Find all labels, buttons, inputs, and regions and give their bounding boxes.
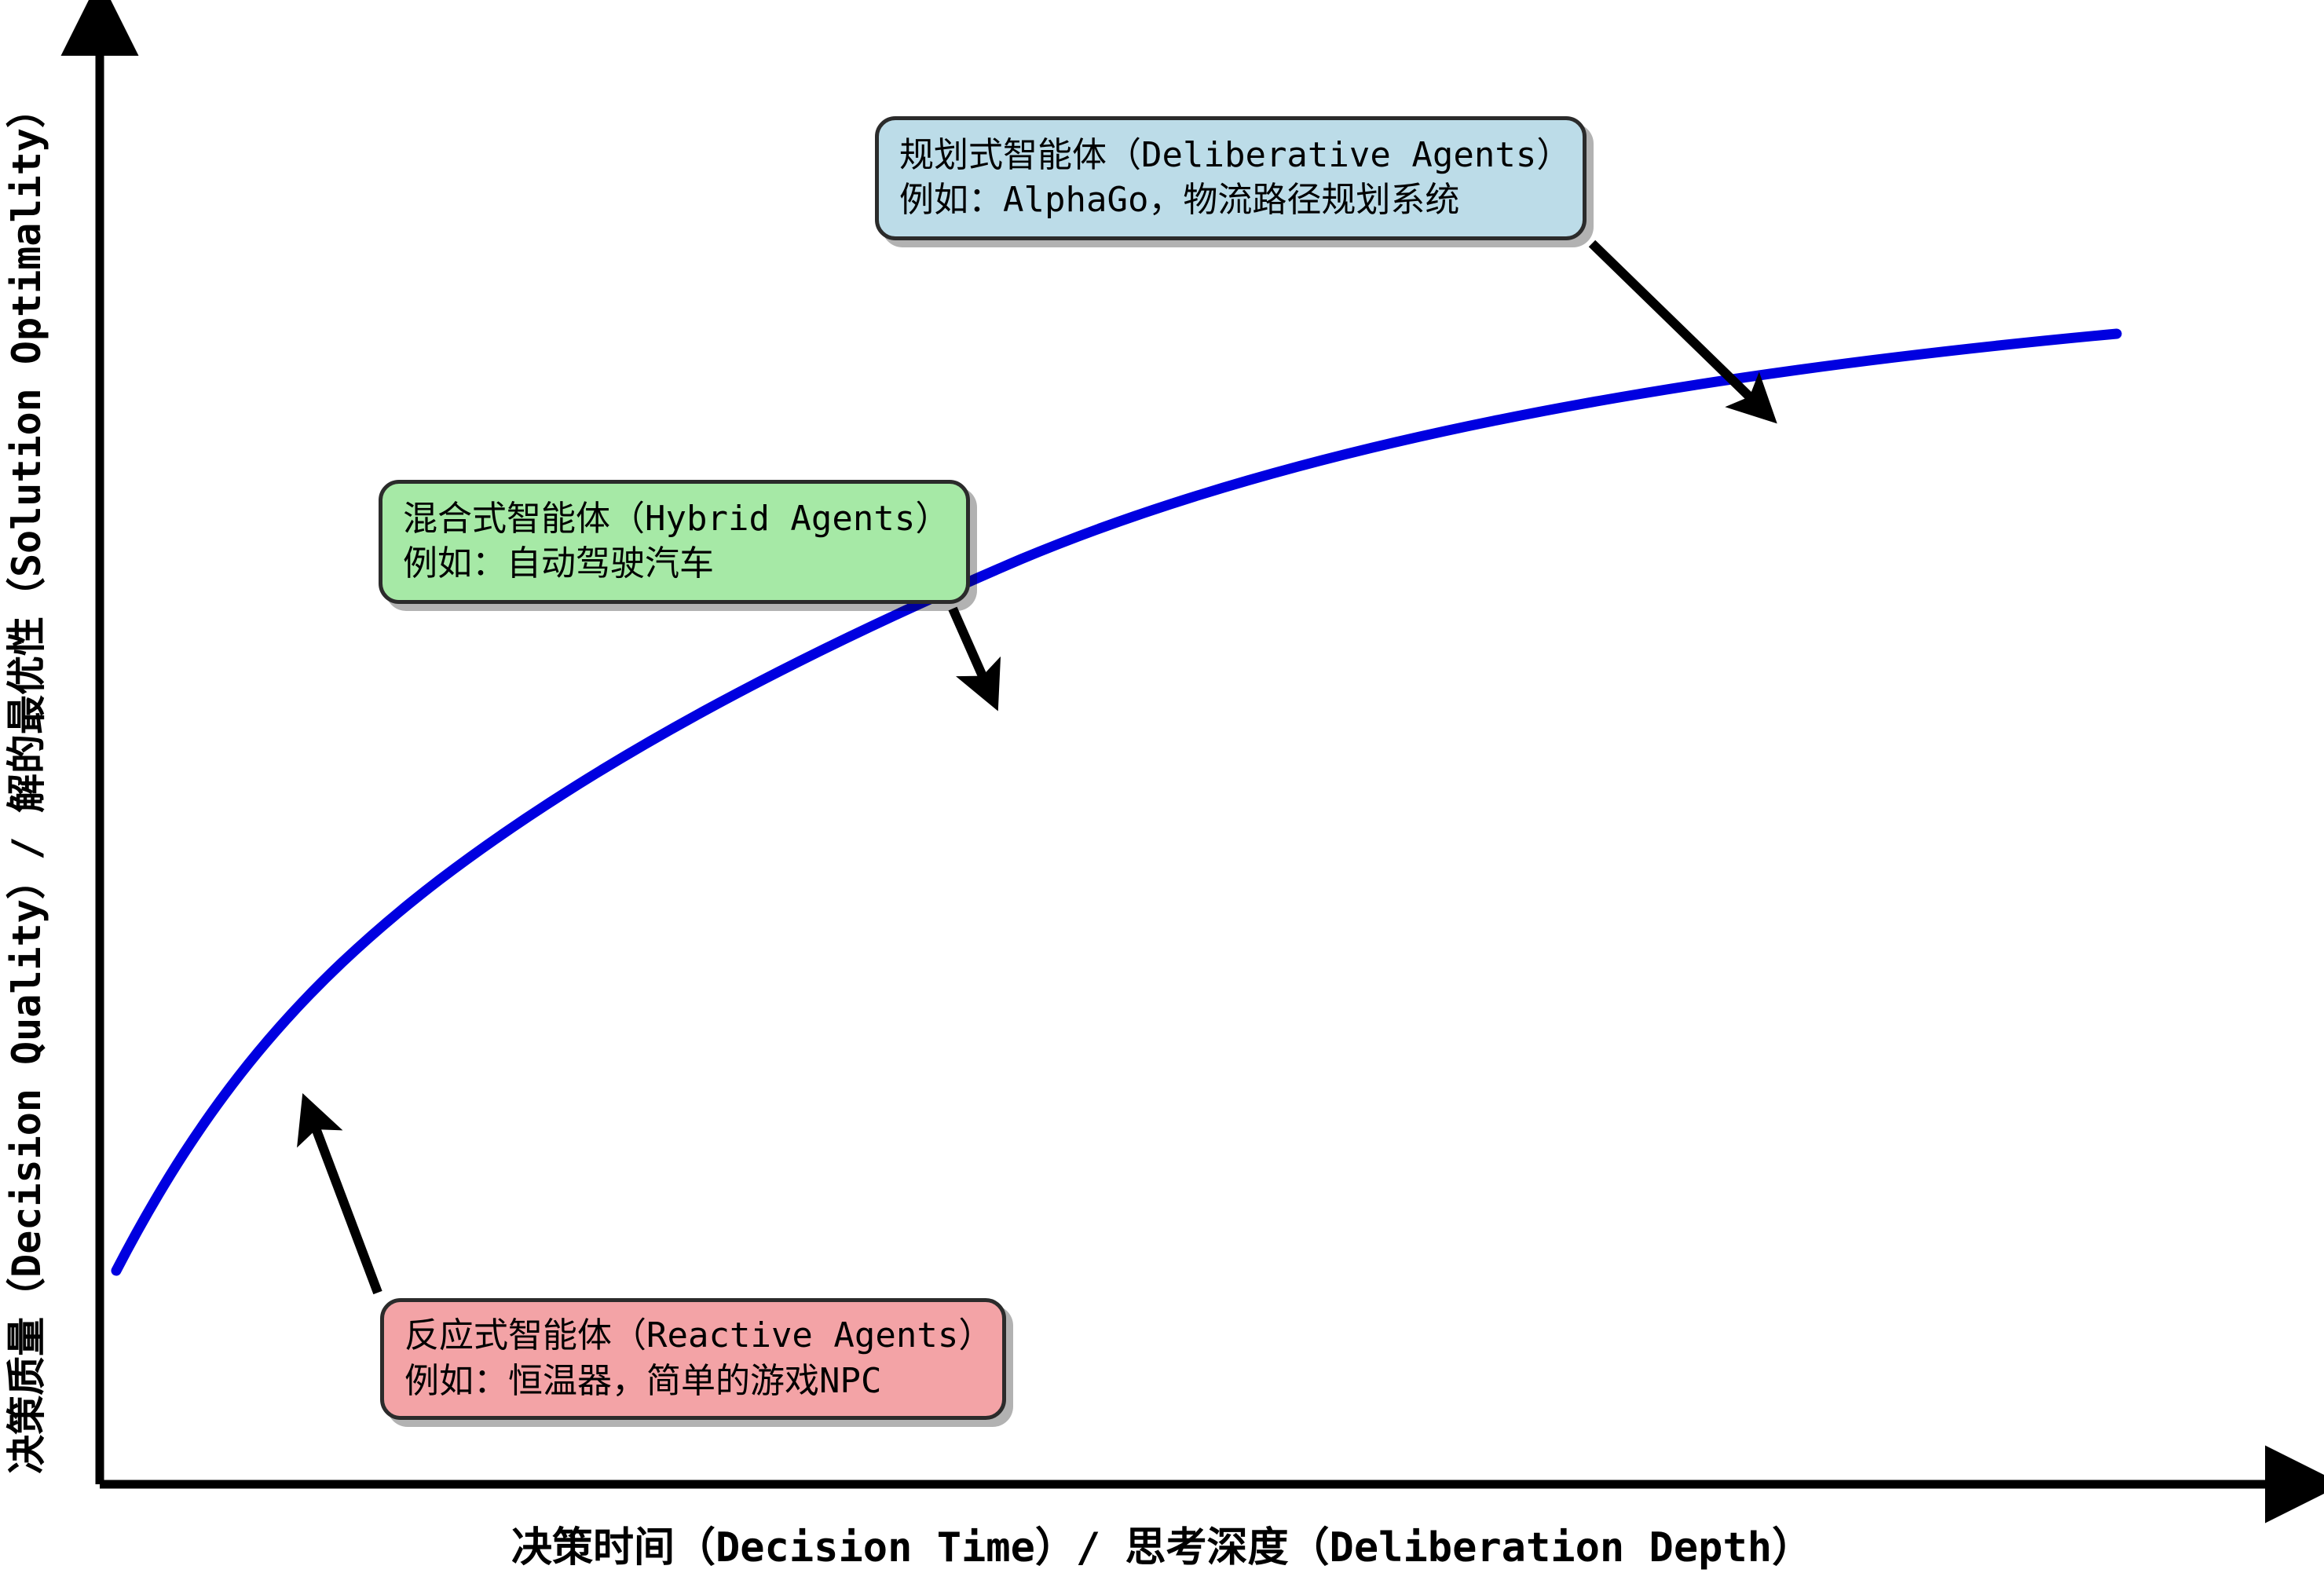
annotation-deliberative-title: 规划式智能体（Deliberative Agents） [899, 134, 1572, 175]
annotation-reactive-title: 反应式智能体（Reactive Agents） [404, 1315, 994, 1356]
annotation-reactive-example: 例如：恒温器，简单的游戏NPC [404, 1360, 882, 1401]
annotation-reactive-agents[interactable]: 反应式智能体（Reactive Agents） 例如：恒温器，简单的游戏NPC [380, 1298, 1006, 1420]
performance-curve [111, 328, 2122, 1276]
reactive-arrow [297, 1093, 382, 1295]
annotation-hybrid-title: 混合式智能体（Hybrid Agents） [403, 498, 950, 539]
annotation-hybrid-example: 例如：自动驾驶汽车 [403, 543, 714, 583]
annotation-deliberative-example: 例如：AlphaGo，物流路径规划系统 [899, 180, 1460, 220]
annotation-hybrid-agents[interactable]: 混合式智能体（Hybrid Agents） 例如：自动驾驶汽车 [379, 480, 970, 604]
hybrid-arrow [948, 606, 1001, 712]
x-axis-title: 决策时间（Decision Time）/ 思考深度（Deliberation D… [511, 1524, 1813, 1571]
annotation-deliberative-agents[interactable]: 规划式智能体（Deliberative Agents） 例如：AlphaGo，物… [875, 116, 1587, 240]
deliberative-arrow [1588, 240, 1777, 424]
